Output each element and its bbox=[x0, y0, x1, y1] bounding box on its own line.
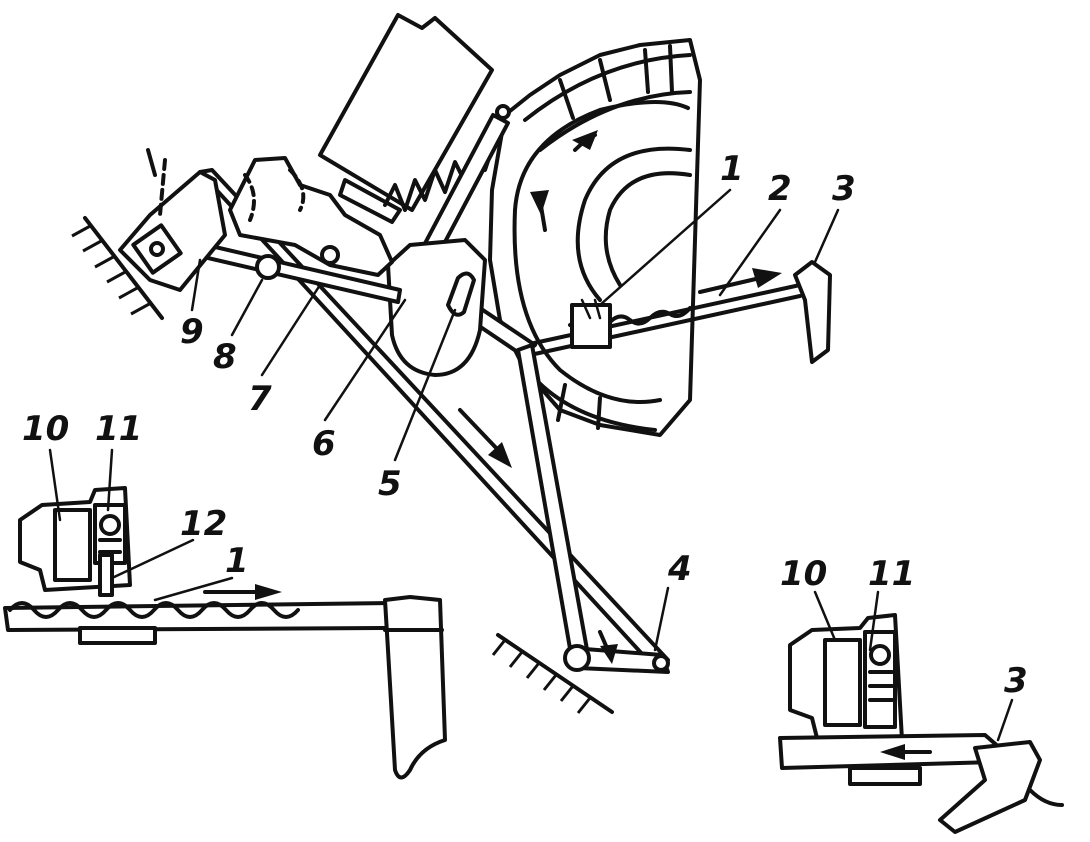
label-9: 9 bbox=[180, 312, 204, 352]
label-10-left: 10 bbox=[22, 409, 69, 449]
lever-4 bbox=[563, 630, 670, 674]
label-11-left: 11 bbox=[95, 409, 142, 449]
roller-8 bbox=[255, 254, 281, 280]
label-12: 12 bbox=[180, 504, 227, 544]
label-1-left: 1 bbox=[225, 541, 249, 581]
label-6: 6 bbox=[312, 424, 336, 464]
left-detail bbox=[3, 486, 447, 780]
ground-4 bbox=[491, 633, 614, 714]
handle-3 bbox=[793, 260, 832, 364]
label-11-right: 11 bbox=[868, 554, 915, 594]
slot-plate bbox=[386, 238, 487, 377]
label-8: 8 bbox=[213, 337, 237, 377]
right-detail bbox=[778, 613, 1064, 834]
sector-wheel bbox=[488, 38, 702, 437]
label-2: 2 bbox=[768, 169, 792, 209]
upper-lever bbox=[228, 156, 394, 277]
label-4: 4 bbox=[667, 549, 692, 589]
pawl-1 bbox=[570, 298, 612, 349]
label-5: 5 bbox=[378, 464, 402, 504]
label-1-main: 1 bbox=[720, 149, 744, 189]
label-10-right: 10 bbox=[780, 554, 827, 594]
ground-9 bbox=[71, 216, 164, 320]
label-7: 7 bbox=[248, 379, 272, 419]
leader-lines bbox=[48, 188, 1014, 742]
motor-block bbox=[318, 13, 494, 224]
label-3-right: 3 bbox=[1004, 661, 1028, 701]
label-3-main: 3 bbox=[832, 169, 856, 209]
